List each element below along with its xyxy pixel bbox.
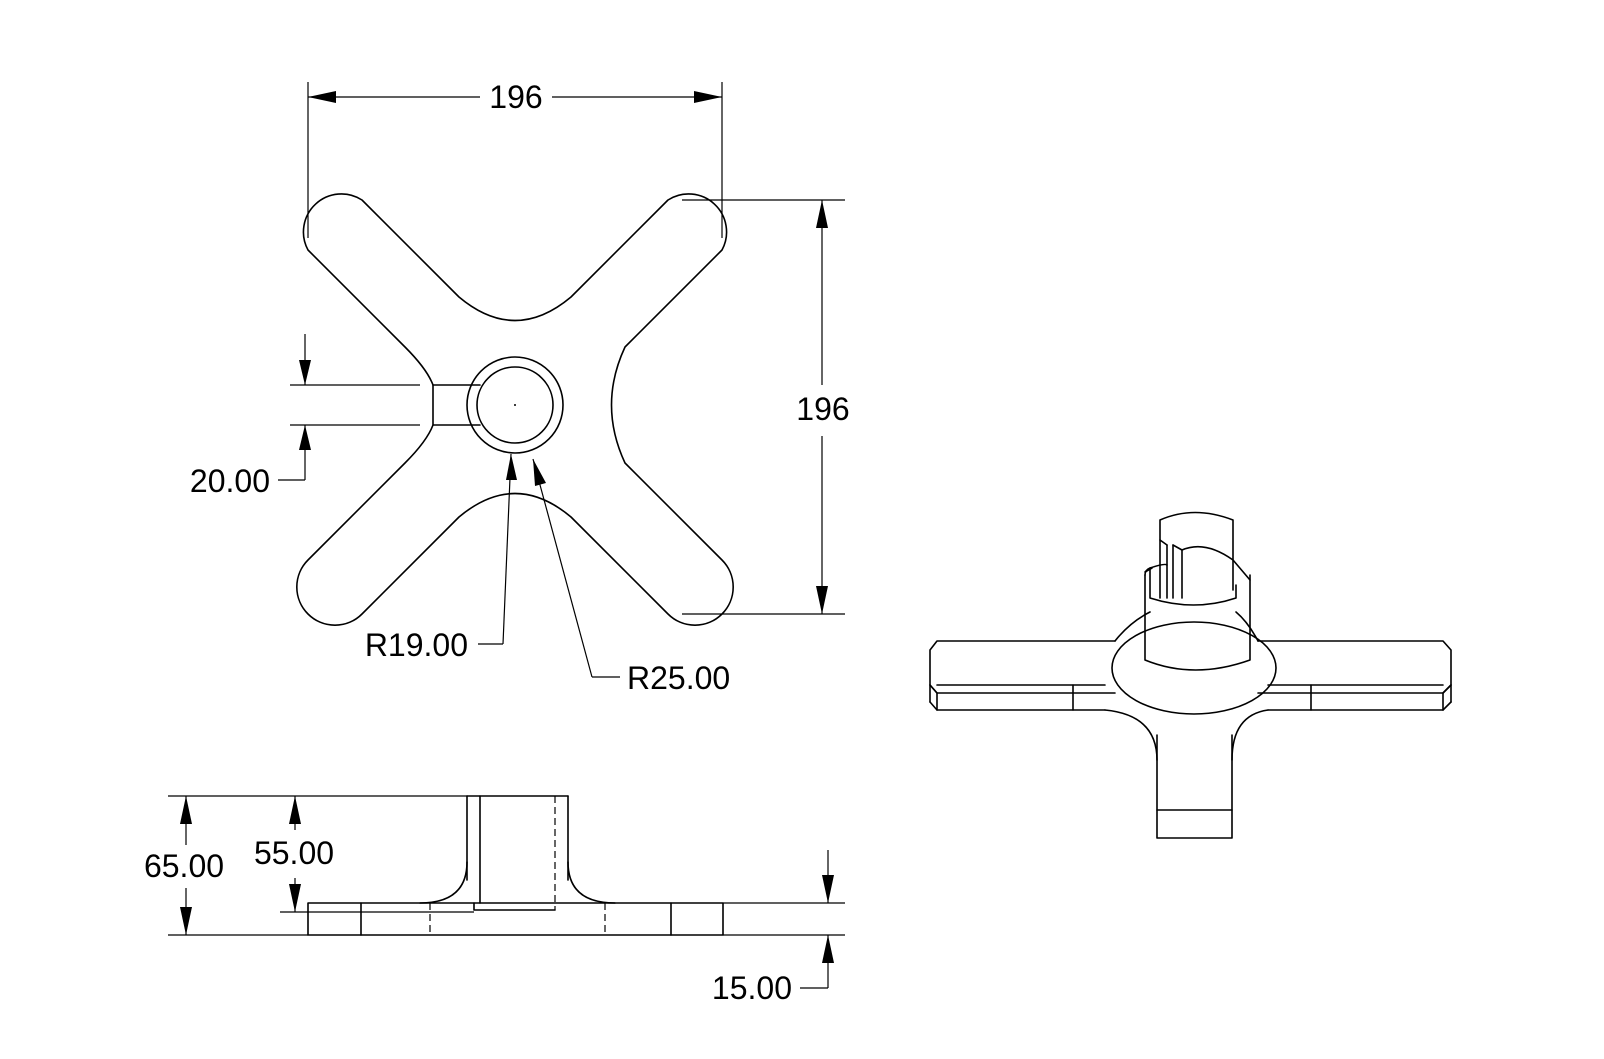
- iso-front-arm: [1156, 734, 1233, 839]
- dim-slot-width: 20.00: [190, 334, 420, 499]
- hub-inner-circle: [476, 366, 554, 444]
- iso-tube: [1144, 574, 1251, 671]
- side-view: [307, 795, 724, 936]
- dim-slot-width-label: 20.00: [190, 463, 270, 499]
- dim-total-height: 65.00: [144, 795, 467, 936]
- dim-top-width-label: 196: [489, 79, 542, 115]
- dim-top-height-label: 196: [796, 391, 849, 427]
- dim-inner-radius: R19.00: [365, 453, 517, 663]
- iso-hub-dome: [1111, 621, 1277, 715]
- dim-total-height-label: 65.00: [144, 848, 224, 884]
- dim-top-height: 196: [682, 199, 850, 615]
- right-fillet: [567, 861, 616, 904]
- dim-bore-depth: 55.00: [254, 796, 474, 913]
- dim-base-thickness-label: 15.00: [712, 970, 792, 1006]
- hub-outer-circle: [466, 356, 564, 454]
- left-fillet: [419, 861, 468, 904]
- iso-left-arm: [929, 640, 1116, 694]
- iso-right-arm: [1257, 640, 1452, 694]
- base-plate: [307, 902, 724, 936]
- dim-outer-radius-label: R25.00: [627, 660, 730, 696]
- isometric-view: [929, 511, 1452, 839]
- center-point: [514, 404, 516, 406]
- cross-outline: [296, 193, 734, 626]
- dim-top-width: 196: [307, 79, 723, 238]
- dim-inner-radius-label: R19.00: [365, 627, 468, 663]
- top-view: [296, 193, 734, 626]
- dim-outer-radius: R25.00: [532, 458, 730, 696]
- dim-base-thickness: 15.00: [712, 850, 845, 1006]
- dim-bore-depth-label: 55.00: [254, 835, 334, 871]
